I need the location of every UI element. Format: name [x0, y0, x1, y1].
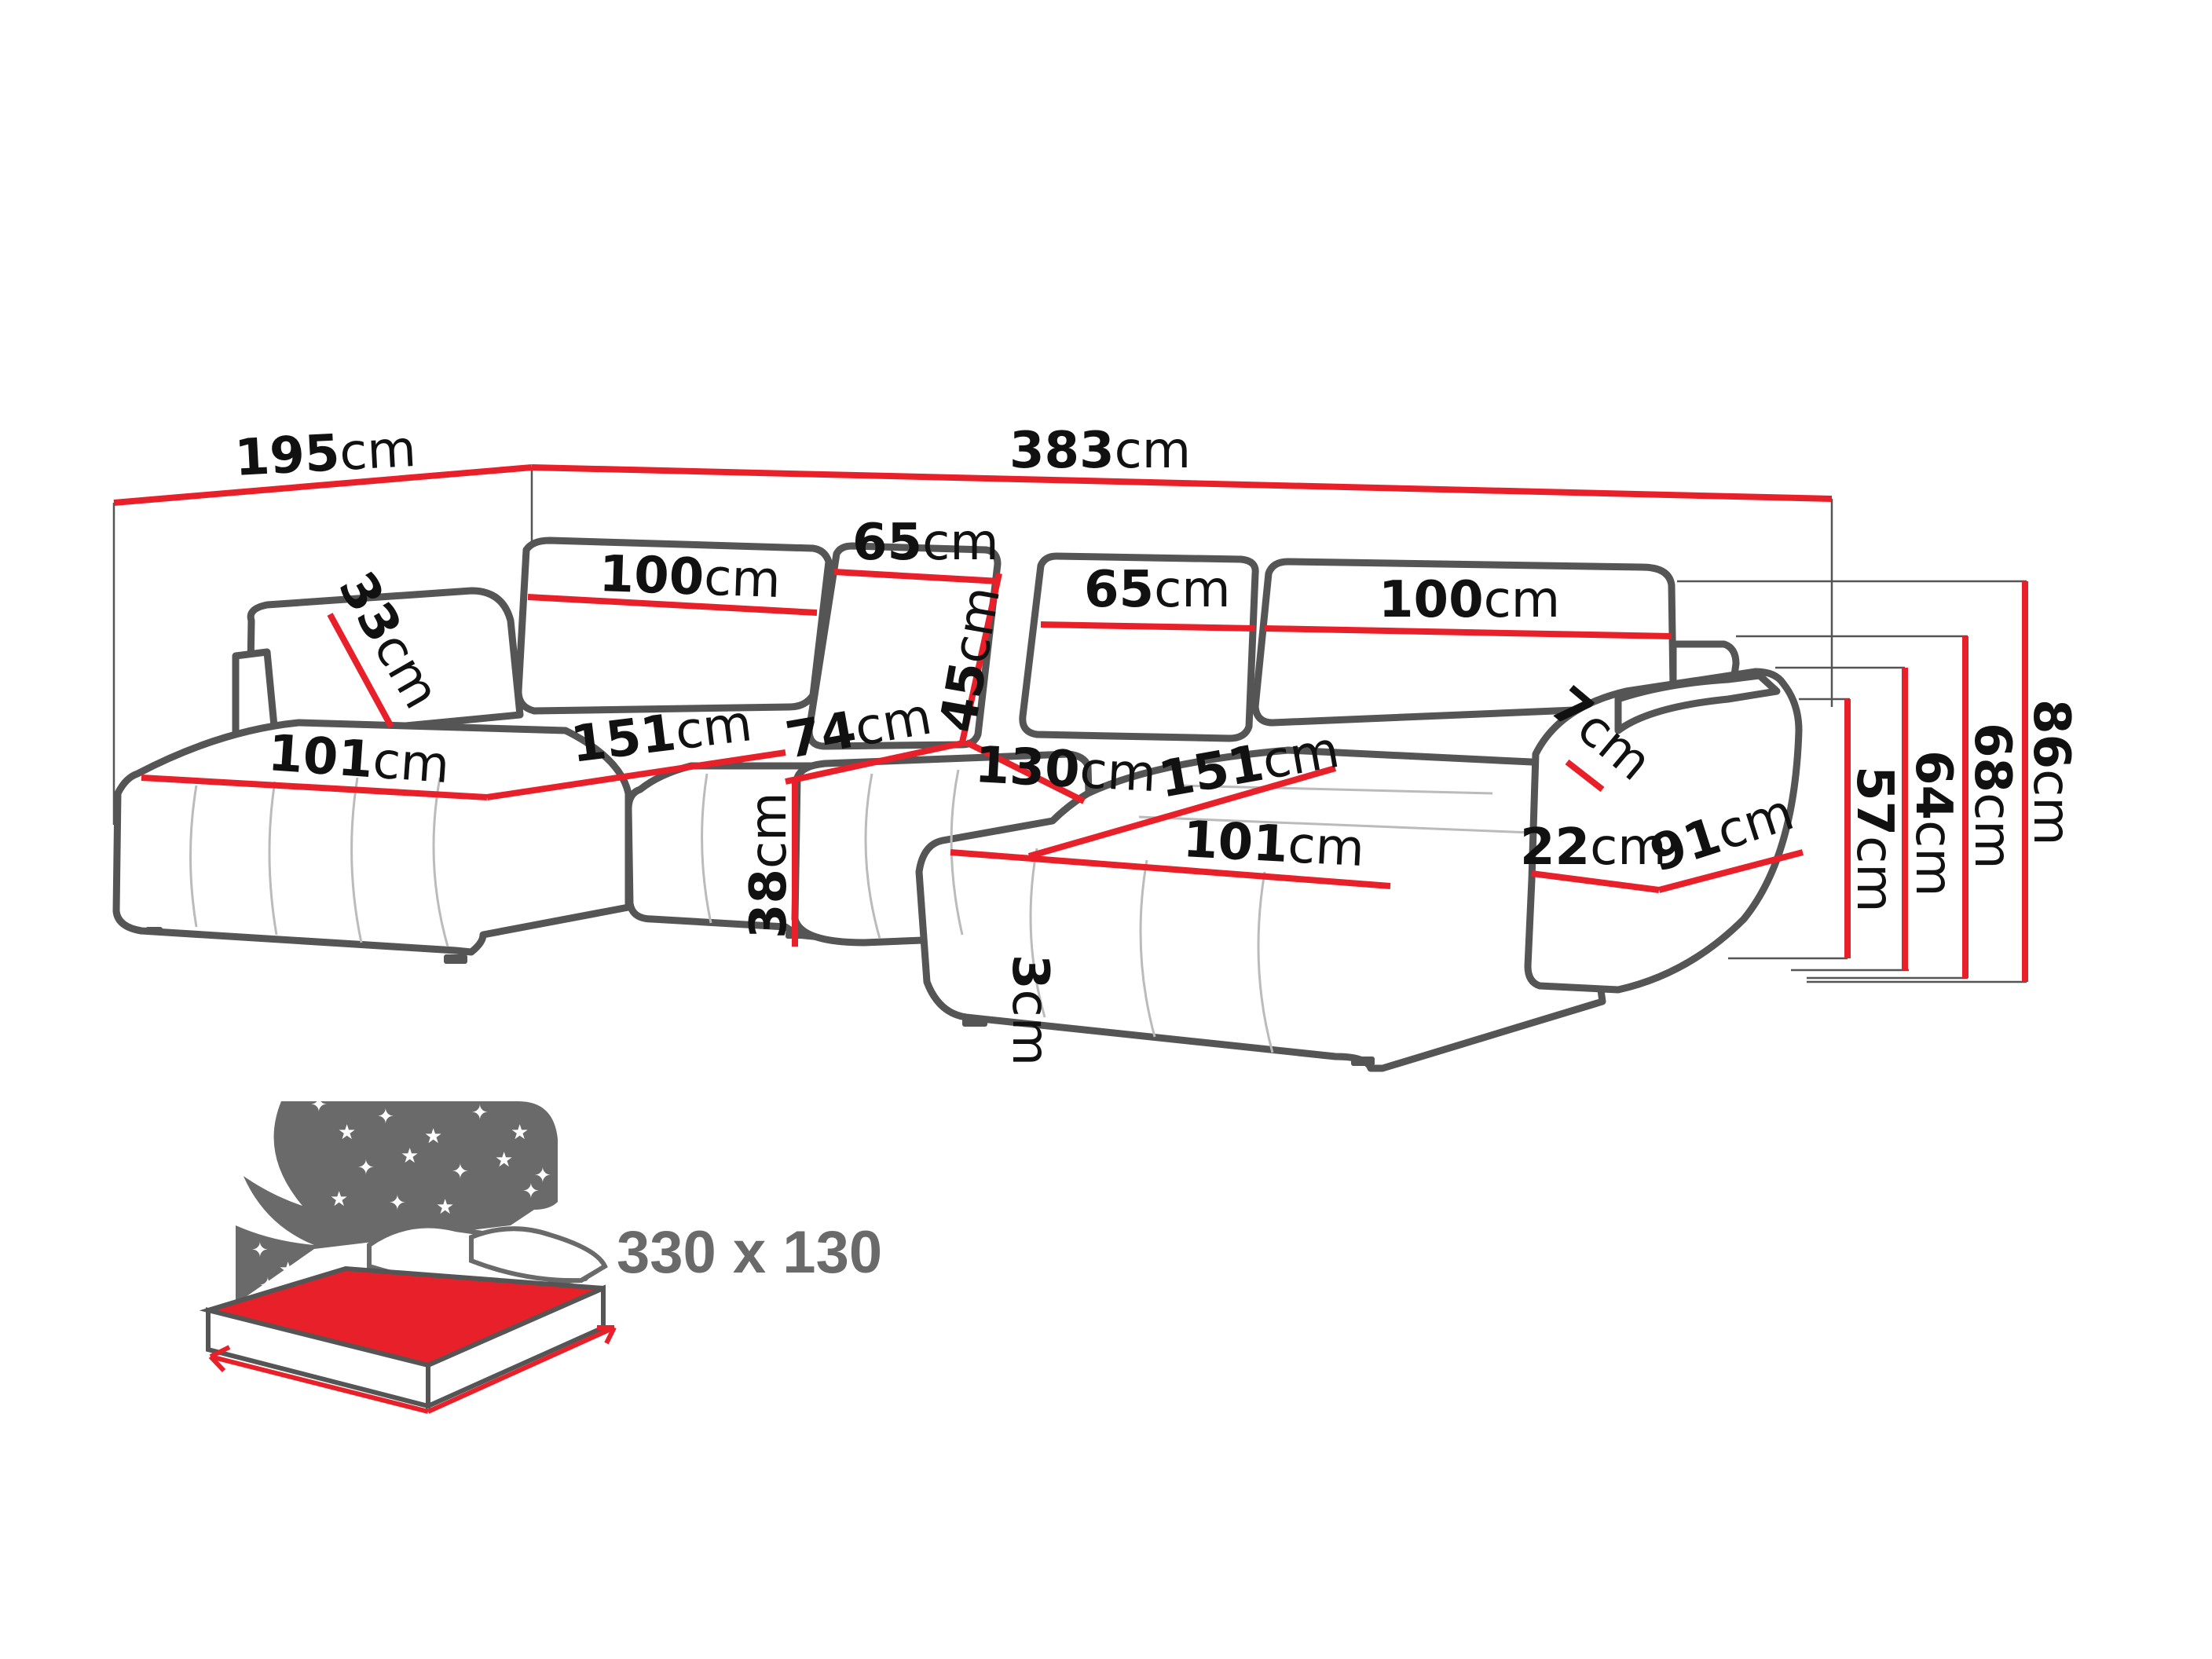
dim-line-back-height	[959, 573, 1002, 743]
label-back-mid-left: 65cm	[852, 514, 999, 572]
dim-line-armrest-length	[1657, 849, 1804, 893]
svg-text:★: ★	[330, 1188, 348, 1211]
extension-lines	[112, 467, 2027, 983]
dimension-labels: 195cm 383cm 100cm 65cm 65cm 100cm 33cm 4…	[233, 420, 2080, 1066]
svg-text:★: ★	[424, 1125, 442, 1148]
label-seat-width-mid: 130cm	[973, 736, 1158, 804]
svg-text:★: ★	[279, 1258, 297, 1282]
label-depth-left: 195cm	[233, 420, 418, 488]
bed-size-label: 330 x 130	[617, 1219, 882, 1286]
svg-text:✦: ✦	[389, 1192, 406, 1215]
label-height-seat-back: 64cm	[1904, 750, 1962, 897]
dim-line-back-left	[527, 594, 818, 616]
dim-line-back-right	[1264, 625, 1672, 639]
dimension-lines	[113, 464, 2028, 982]
label-chaise-left: 151cm	[568, 694, 755, 775]
label-back-left: 100cm	[598, 545, 782, 610]
label-leg-height: 3cm	[1001, 954, 1059, 1066]
dim-line-seat-left	[141, 775, 488, 800]
dim-line-back-mid-right	[1040, 621, 1256, 632]
svg-text:★: ★	[338, 1121, 356, 1144]
label-back-right: 100cm	[1379, 571, 1560, 629]
svg-text:✦: ✦	[452, 1160, 469, 1184]
svg-text:✦: ✦	[534, 1164, 551, 1188]
svg-text:✦: ✦	[471, 1101, 489, 1125]
dim-line-seat-right	[950, 849, 1391, 889]
svg-text:✦: ✦	[377, 1105, 394, 1129]
svg-text:✦: ✦	[310, 1093, 328, 1117]
label-seat-mid: 74cm	[782, 687, 936, 770]
dim-line-armrest-width	[1531, 870, 1660, 893]
dim-line-headrest	[327, 613, 394, 728]
bed-function-icon: ★ ✦ ★ ✦ ★ ✦ ★ ✦ ★ ✦ ★ ✦ ★ ✦ ★ ✦ ✦ ✦	[199, 1093, 882, 1414]
label-height-arm: 57cm	[1845, 766, 1903, 913]
label-back-height: 45cm	[929, 582, 1012, 737]
dim-line-chaise-right	[1027, 765, 1337, 859]
label-seat-left: 101cm	[266, 724, 452, 795]
starry-night-icon	[236, 1101, 558, 1304]
label-height-back: 68cm	[1963, 723, 2021, 870]
svg-text:★: ★	[495, 1148, 513, 1172]
svg-text:✦: ✦	[522, 1180, 540, 1203]
svg-text:★: ★	[436, 1196, 454, 1219]
label-total-width: 383cm	[1009, 422, 1191, 480]
label-back-mid-right: 65cm	[1084, 561, 1231, 619]
label-armrest-width: 22cm	[1520, 819, 1667, 877]
star-icons: ★ ✦ ★ ✦ ★ ✦ ★ ✦ ★ ✦ ★ ✦ ★ ✦ ★ ✦ ✦ ✦	[251, 1093, 551, 1298]
svg-text:✦: ✦	[251, 1239, 269, 1262]
label-seat-right: 101cm	[1181, 811, 1366, 878]
dim-line-chaise-left	[486, 749, 786, 800]
dim-line-depth-left	[113, 464, 533, 506]
sofa-outline	[112, 537, 1803, 1072]
label-seat-height: 38cm	[740, 792, 798, 939]
svg-text:★: ★	[401, 1144, 419, 1168]
dim-line-seat-mid	[785, 739, 967, 785]
svg-text:✦: ✦	[357, 1156, 375, 1180]
svg-text:★: ★	[511, 1121, 529, 1144]
dim-line-back-mid-left	[833, 569, 1000, 584]
label-height-total: 86cm	[2022, 699, 2080, 846]
dim-line-seat-width-mid	[965, 739, 1086, 804]
seat-seams	[189, 769, 1533, 1053]
dim-line-total-width	[531, 464, 1833, 502]
dim-line-armrest-top	[1565, 759, 1605, 793]
